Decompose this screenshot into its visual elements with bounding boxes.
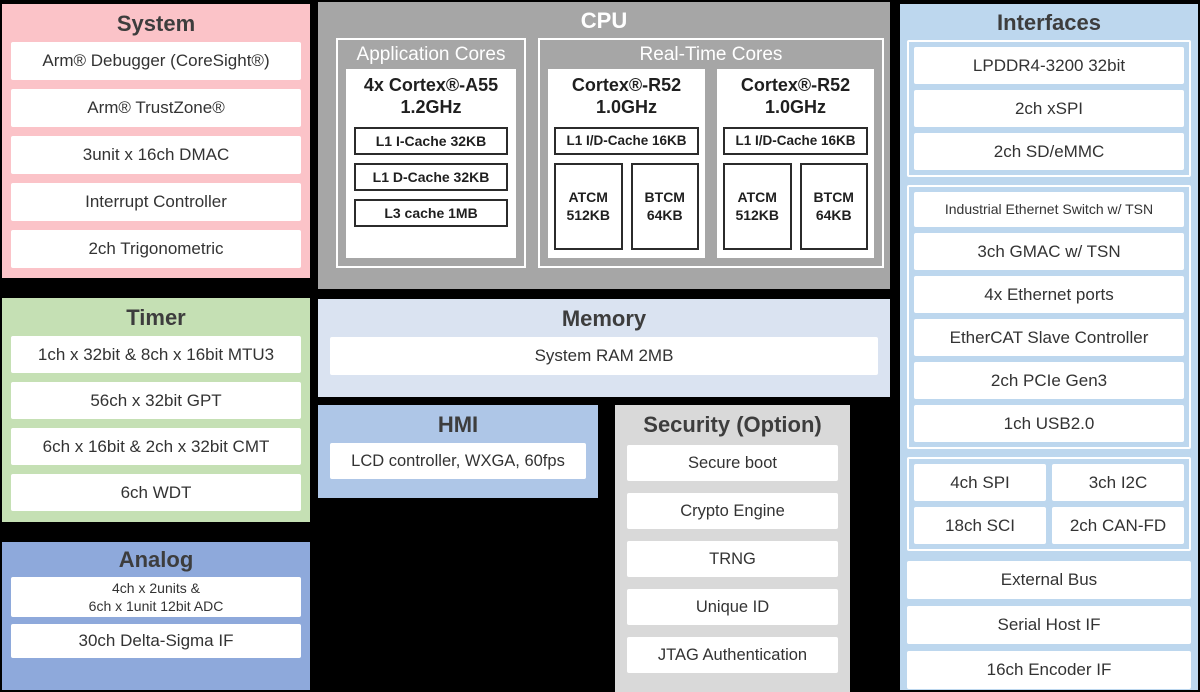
memory-items: System RAM 2MB [318,337,890,375]
interfaces-item: External Bus [907,561,1191,599]
tcm-row: ATCM 512KB BTCM 64KB [723,162,868,250]
atcm-box: ATCM 512KB [554,162,623,250]
block-cpu: CPU Application Cores 4x Cortex®-A55 1.2… [318,2,890,289]
interfaces-item: 3ch GMAC w/ TSN [914,233,1184,270]
l1-dcache-box: L1 D-Cache 32KB [354,162,508,191]
interfaces-network-group: Industrial Ethernet Switch w/ TSN 3ch GM… [907,185,1191,449]
cortex-r52-name: Cortex®-R52 1.0GHz [571,75,682,117]
realtime-cores-group: Real-Time Cores Cortex®-R52 1.0GHz L1 I/… [538,38,884,268]
l3-cache-box: L3 cache 1MB [354,198,508,227]
application-cores-label: Application Cores [356,44,506,65]
interfaces-item: 1ch USB2.0 [914,405,1184,442]
interfaces-item: 2ch SD/eMMC [914,133,1184,170]
system-title: System [116,11,196,36]
interfaces-title: Interfaces [997,10,1101,35]
system-item: Interrupt Controller [11,183,301,221]
system-item: Arm® TrustZone® [11,89,301,127]
block-timer: Timer 1ch x 32bit & 8ch x 16bit MTU3 56c… [2,298,310,522]
cortex-a55-name: 4x Cortex®-A55 1.2GHz [363,75,499,117]
btcm-box: BTCM 64KB [630,162,699,250]
interfaces-item: 16ch Encoder IF [907,651,1191,689]
timer-item: 6ch WDT [11,474,301,511]
application-cores-body: 4x Cortex®-A55 1.2GHz L1 I-Cache 32KB L1… [338,69,524,266]
interfaces-item: Industrial Ethernet Switch w/ TSN [914,192,1184,227]
cortex-r52-card: Cortex®-R52 1.0GHz L1 I/D-Cache 16KB ATC… [548,69,705,258]
cpu-title: CPU [580,8,628,33]
security-item: Secure boot [627,445,838,481]
interfaces-item: 2ch xSPI [914,90,1184,127]
interfaces-other-items: External Bus Serial Host IF 16ch Encoder… [907,559,1191,689]
security-item: JTAG Authentication [627,637,838,673]
realtime-cores-body: Cortex®-R52 1.0GHz L1 I/D-Cache 16KB ATC… [540,69,882,266]
l1-icache-box: L1 I-Cache 32KB [354,126,508,155]
timer-item: 56ch x 32bit GPT [11,382,301,419]
memory-title: Memory [561,306,647,331]
application-cores-group: Application Cores 4x Cortex®-A55 1.2GHz … [336,38,526,268]
l1-id-cache-box: L1 I/D-Cache 16KB [554,126,699,155]
block-system: System Arm® Debugger (CoreSight®) Arm® T… [2,4,310,278]
cortex-r52-name: Cortex®-R52 1.0GHz [740,75,851,117]
cortex-a55-card: 4x Cortex®-A55 1.2GHz L1 I-Cache 32KB L1… [346,69,516,258]
timer-items: 1ch x 32bit & 8ch x 16bit MTU3 56ch x 32… [2,336,310,511]
block-hmi: HMI LCD controller, WXGA, 60fps [318,405,598,498]
realtime-cores-label: Real-Time Cores [639,44,783,65]
interfaces-item: 4ch SPI [914,464,1046,501]
l1-id-cache-box: L1 I/D-Cache 16KB [723,126,868,155]
security-item: TRNG [627,541,838,577]
cortex-r52-card: Cortex®-R52 1.0GHz L1 I/D-Cache 16KB ATC… [717,69,874,258]
atcm-box: ATCM 512KB [723,162,792,250]
timer-item: 1ch x 32bit & 8ch x 16bit MTU3 [11,336,301,373]
cpu-cores-row: Application Cores 4x Cortex®-A55 1.2GHz … [336,38,890,268]
security-item: Unique ID [627,589,838,625]
interfaces-item: Serial Host IF [907,606,1191,644]
timer-title: Timer [126,305,186,330]
btcm-box: BTCM 64KB [799,162,868,250]
interfaces-memory-group: LPDDR4-3200 32bit 2ch xSPI 2ch SD/eMMC [907,40,1191,177]
system-item: 3unit x 16ch DMAC [11,136,301,174]
interfaces-item: 18ch SCI [914,507,1046,544]
security-items: Secure boot Crypto Engine TRNG Unique ID… [615,443,850,673]
hmi-title: HMI [437,412,479,437]
interfaces-item: 2ch PCIe Gen3 [914,362,1184,399]
analog-item: 30ch Delta-Sigma IF [11,624,301,658]
system-item: 2ch Trigonometric [11,230,301,268]
analog-title: Analog [118,547,194,572]
block-interfaces: Interfaces LPDDR4-3200 32bit 2ch xSPI 2c… [900,4,1198,690]
memory-item: System RAM 2MB [330,337,878,375]
system-item: Arm® Debugger (CoreSight®) [11,42,301,80]
interfaces-item: 2ch CAN-FD [1052,507,1184,544]
interfaces-item: 4x Ethernet ports [914,276,1184,313]
analog-items: 4ch x 2units & 6ch x 1unit 12bit ADC 30c… [2,577,310,658]
timer-item: 6ch x 16bit & 2ch x 32bit CMT [11,428,301,465]
security-title: Security (Option) [643,412,822,437]
system-items: Arm® Debugger (CoreSight®) Arm® TrustZon… [2,42,310,268]
security-item: Crypto Engine [627,493,838,529]
interfaces-item: EtherCAT Slave Controller [914,319,1184,356]
block-analog: Analog 4ch x 2units & 6ch x 1unit 12bit … [2,542,310,690]
block-memory: Memory System RAM 2MB [318,299,890,397]
tcm-row: ATCM 512KB BTCM 64KB [554,162,699,250]
hmi-items: LCD controller, WXGA, 60fps [318,443,598,479]
interfaces-serial-group: 4ch SPI 3ch I2C 18ch SCI 2ch CAN-FD [907,457,1191,551]
hmi-item: LCD controller, WXGA, 60fps [330,443,586,479]
interfaces-item: LPDDR4-3200 32bit [914,47,1184,84]
interfaces-item: 3ch I2C [1052,464,1184,501]
block-security: Security (Option) Secure boot Crypto Eng… [615,405,850,692]
analog-item: 4ch x 2units & 6ch x 1unit 12bit ADC [11,577,301,617]
